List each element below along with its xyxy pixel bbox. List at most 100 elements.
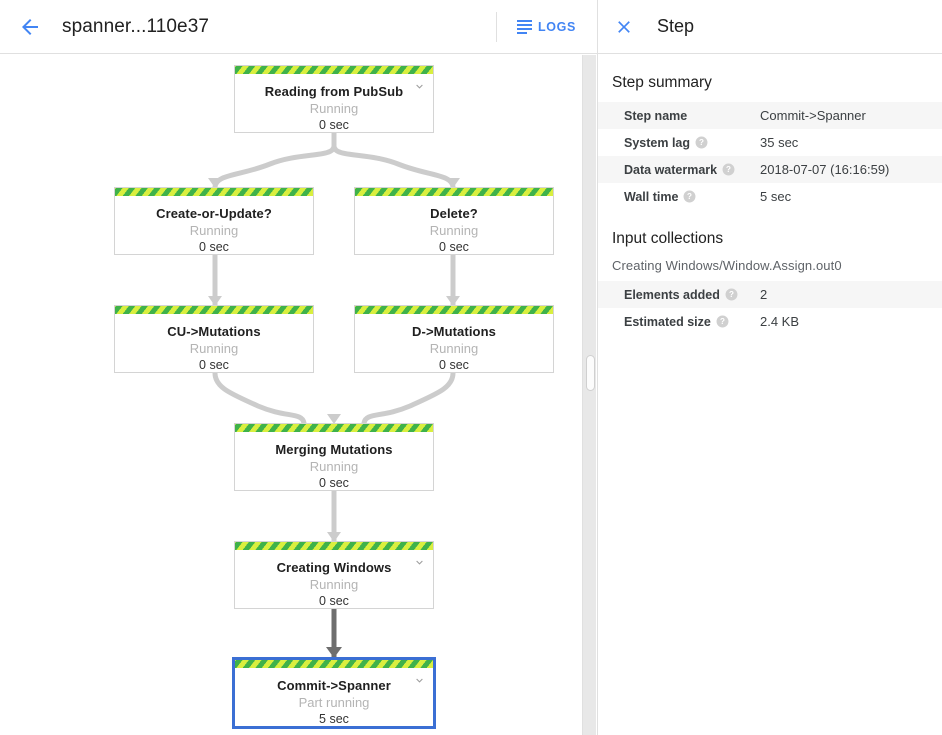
node-status-stripe bbox=[235, 660, 433, 668]
page-title: spanner...110e37 bbox=[62, 15, 210, 37]
logs-button[interactable]: LOGS bbox=[505, 13, 590, 40]
graph-scrollbar-track[interactable] bbox=[582, 55, 596, 735]
node-time: 5 sec bbox=[319, 712, 349, 726]
node-status-stripe bbox=[235, 542, 433, 550]
node-status: Part running bbox=[298, 695, 370, 710]
row-value-cell: 2.4 KB bbox=[760, 314, 800, 329]
chevron-down-icon[interactable] bbox=[413, 674, 425, 686]
node-title: Delete? bbox=[430, 206, 478, 221]
node-time: 0 sec bbox=[319, 594, 349, 608]
node-status: Running bbox=[429, 223, 479, 238]
close-icon[interactable] bbox=[604, 7, 644, 47]
graph-scrollbar-thumb[interactable] bbox=[586, 355, 595, 391]
help-icon[interactable]: ? bbox=[716, 315, 729, 328]
node-status-stripe bbox=[115, 306, 313, 314]
svg-text:?: ? bbox=[726, 165, 731, 174]
row-key-label: Data watermark bbox=[624, 162, 718, 177]
arrow-back-icon[interactable] bbox=[6, 3, 54, 51]
row-key-label: Wall time bbox=[624, 189, 679, 204]
row-key-label: Estimated size bbox=[624, 314, 711, 329]
row-key-cell: Data watermark? bbox=[598, 156, 760, 183]
help-icon[interactable]: ? bbox=[695, 136, 708, 149]
table-row: Estimated size? 2.4 KB bbox=[598, 308, 942, 335]
node-title: Commit->Spanner bbox=[277, 678, 391, 693]
row-key-cell: Elements added? bbox=[598, 281, 760, 308]
row-key-label: Step name bbox=[624, 108, 688, 123]
node-time: 0 sec bbox=[319, 118, 349, 132]
node-status-stripe bbox=[115, 188, 313, 196]
node-title: CU->Mutations bbox=[167, 324, 261, 339]
section-spacer bbox=[598, 210, 942, 230]
node-status-stripe bbox=[355, 306, 553, 314]
node-status: Running bbox=[189, 341, 239, 356]
row-value-cell: Commit->Spanner bbox=[760, 108, 866, 123]
logs-list-icon bbox=[516, 19, 532, 34]
node-status: Running bbox=[189, 223, 239, 238]
svg-text:?: ? bbox=[720, 317, 725, 326]
chevron-down-icon[interactable] bbox=[413, 80, 425, 92]
row-value-cell: 35 sec bbox=[760, 135, 799, 150]
row-key-cell: Step name bbox=[598, 102, 760, 129]
help-icon[interactable]: ? bbox=[725, 288, 738, 301]
chevron-down-icon[interactable] bbox=[413, 556, 425, 568]
node-status-stripe bbox=[235, 424, 433, 432]
node-time: 0 sec bbox=[439, 240, 469, 254]
pipeline-edges bbox=[208, 124, 460, 660]
row-key-cell: System lag? bbox=[598, 129, 760, 156]
input-collection-name: Creating Windows/Window.Assign.out0 bbox=[612, 258, 842, 273]
svg-text:?: ? bbox=[687, 192, 692, 201]
node-time: 0 sec bbox=[439, 358, 469, 372]
node-body: Delete? Running 0 sec bbox=[355, 196, 553, 264]
node-title: Create-or-Update? bbox=[156, 206, 272, 221]
logs-button-label: LOGS bbox=[537, 19, 576, 34]
node-status: Running bbox=[309, 101, 359, 116]
node-title: Creating Windows bbox=[276, 560, 392, 575]
graph-node-create-or-update[interactable]: Create-or-Update? Running 0 sec bbox=[114, 187, 314, 255]
table-row: Data watermark?2018-07-07 (16:16:59) bbox=[598, 156, 942, 183]
row-value-cell: 2018-07-07 (16:16:59) bbox=[760, 162, 890, 177]
node-time: 0 sec bbox=[319, 476, 349, 490]
row-key-label: System lag bbox=[624, 135, 691, 150]
row-value-cell: 2 bbox=[760, 287, 768, 302]
svg-text:?: ? bbox=[699, 138, 704, 147]
node-title: D->Mutations bbox=[412, 324, 496, 339]
table-row: Step name Commit->Spanner bbox=[598, 102, 942, 129]
table-row: Elements added?2 bbox=[598, 281, 942, 308]
node-title: Merging Mutations bbox=[275, 442, 393, 457]
node-title: Reading from PubSub bbox=[264, 84, 404, 99]
node-status: Running bbox=[429, 341, 479, 356]
step-panel-header: Step bbox=[598, 0, 942, 54]
node-time: 0 sec bbox=[199, 358, 229, 372]
graph-node-delete[interactable]: Delete? Running 0 sec bbox=[354, 187, 554, 255]
node-time: 0 sec bbox=[199, 240, 229, 254]
input-collections-heading: Input collections bbox=[612, 230, 724, 247]
row-value-cell: 5 sec bbox=[760, 189, 792, 204]
help-icon[interactable]: ? bbox=[722, 163, 735, 176]
node-body: Create-or-Update? Running 0 sec bbox=[115, 196, 313, 264]
node-status-stripe bbox=[235, 66, 433, 74]
row-key-label: Elements added bbox=[624, 287, 720, 302]
node-status: Running bbox=[309, 577, 359, 592]
step-panel-title: Step bbox=[657, 16, 695, 36]
help-icon[interactable]: ? bbox=[683, 190, 696, 203]
row-key-cell: Wall time? bbox=[598, 183, 760, 210]
node-status: Running bbox=[309, 459, 359, 474]
job-header-bar: spanner...110e37 LOGS bbox=[0, 0, 597, 54]
header-divider bbox=[495, 11, 497, 42]
table-row: System lag?35 sec bbox=[598, 129, 942, 156]
